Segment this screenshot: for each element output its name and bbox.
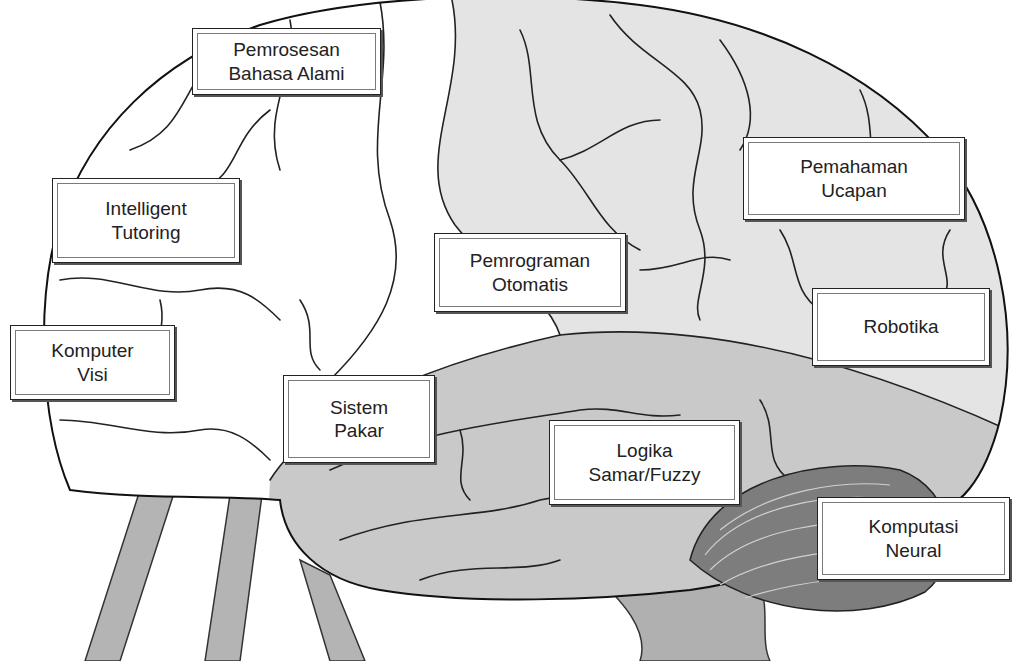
field-box: Komputasi Neural <box>817 497 1010 580</box>
temporal-lobe <box>260 332 1025 661</box>
field-box: Sistem Pakar <box>283 375 435 463</box>
field-box: Pemrograman Otomatis <box>434 233 626 312</box>
field-label: Sistem Pakar <box>309 396 409 442</box>
field-label: Robotika <box>864 315 939 338</box>
field-box: Intelligent Tutoring <box>52 178 240 263</box>
field-box: Logika Samar/Fuzzy <box>549 420 740 505</box>
field-box: Komputer Visi <box>10 325 175 400</box>
field-label: Komputer Visi <box>43 339 143 385</box>
field-label: Logika Samar/Fuzzy <box>575 439 715 485</box>
field-label: Pemrosesan Bahasa Alami <box>204 38 369 84</box>
field-box: Robotika <box>812 288 990 366</box>
field-label: Komputasi Neural <box>849 515 979 561</box>
field-label: Intelligent Tutoring <box>71 197 221 243</box>
field-box: Pemahaman Ucapan <box>743 137 965 220</box>
field-label: Pemahaman Ucapan <box>779 155 929 201</box>
field-box: Pemrosesan Bahasa Alami <box>192 28 381 95</box>
field-label: Pemrograman Otomatis <box>450 249 610 295</box>
